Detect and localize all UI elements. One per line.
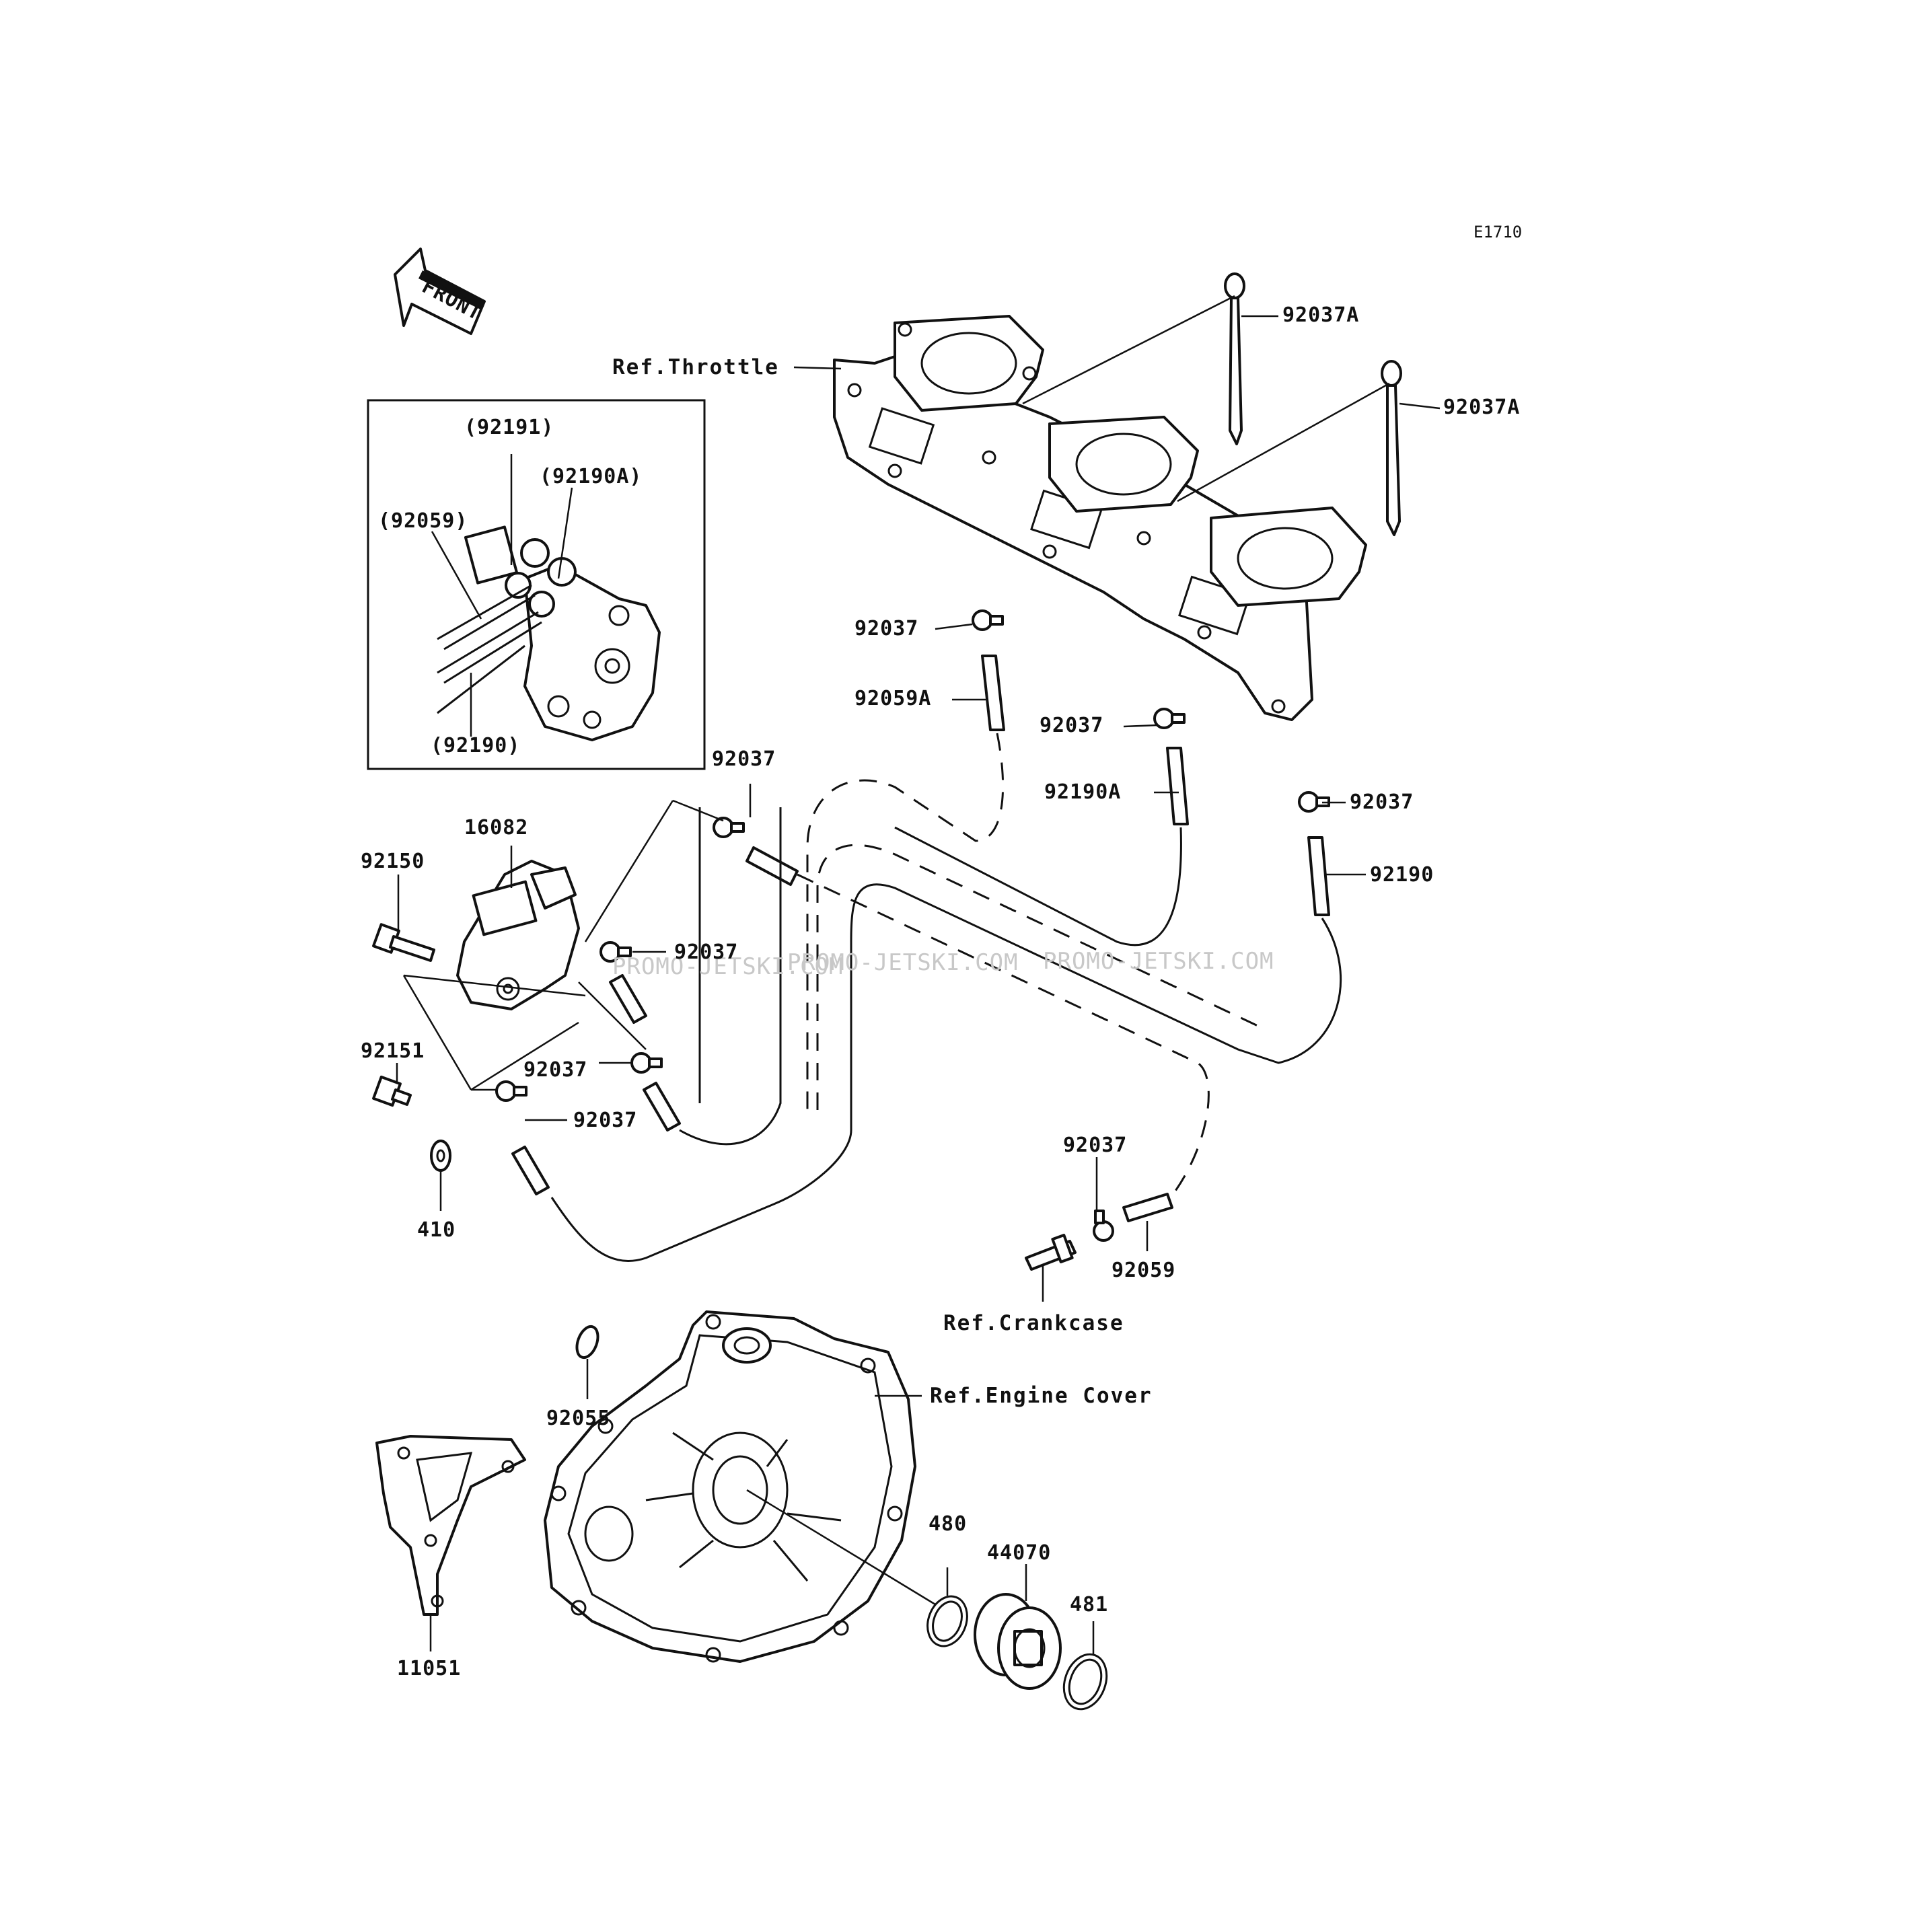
- label-92037-mid: 92037: [1040, 714, 1103, 737]
- label-92190: 92190: [1370, 863, 1434, 887]
- bracket-11051: [375, 1435, 526, 1616]
- hose-segment: [511, 655, 1330, 1222]
- label-92150: 92150: [361, 850, 425, 873]
- inset-box: [367, 399, 706, 770]
- label-92059-inset: (92059): [378, 509, 468, 533]
- leader-lines: [396, 295, 1441, 1655]
- label-92037-valve-1: 92037: [674, 940, 738, 964]
- label-92037-right: 92037: [1350, 790, 1414, 814]
- hose-clamp: [495, 609, 1330, 1242]
- diagram-code: E1710: [1473, 223, 1522, 241]
- label-11051: 11051: [397, 1657, 461, 1680]
- valve-leader-lines: [402, 799, 724, 1091]
- label-480: 480: [929, 1512, 967, 1536]
- crankcase-nipple: [1025, 1234, 1077, 1271]
- washer-410: [430, 1140, 451, 1172]
- label-92037-top: 92037: [854, 617, 918, 640]
- cable-tie-1: [1224, 272, 1245, 445]
- label-92190A: 92190A: [1044, 780, 1121, 804]
- label-92037-left: 92037: [712, 747, 776, 771]
- bearing-44070: [974, 1593, 1062, 1690]
- label-92037A-1: 92037A: [1282, 303, 1359, 327]
- engine-cover: [544, 1310, 916, 1663]
- label-92037A-2: 92037A: [1443, 396, 1520, 419]
- circlip-481: [1062, 1653, 1108, 1711]
- bolt-92151: [372, 1075, 412, 1107]
- front-arrow-icon: FRONT: [394, 248, 486, 335]
- label-92059A: 92059A: [854, 687, 931, 710]
- label-410: 410: [417, 1218, 456, 1242]
- label-92037-valve-3: 92037: [573, 1109, 637, 1132]
- label-92059: 92059: [1112, 1259, 1175, 1282]
- intake-manifold: [833, 315, 1367, 721]
- air-valve-16082: [456, 860, 580, 1010]
- watermark-2: PROMO-JETSKI.COM: [787, 949, 1019, 976]
- bolt-92150: [372, 923, 435, 962]
- watermark: PROMO-JETSKI.COM: [612, 953, 844, 980]
- inset-valve-assembly: [437, 525, 661, 741]
- label-92037-valve-2: 92037: [523, 1058, 587, 1082]
- watermark-3: PROMO-JETSKI.COM: [1043, 948, 1274, 975]
- label-92190A-inset: (92190A): [540, 465, 643, 488]
- label-92191: (92191): [464, 416, 554, 439]
- label-92151: 92151: [361, 1039, 425, 1063]
- o-ring-92055: [575, 1325, 599, 1360]
- circlip-480: [926, 1595, 968, 1647]
- label-16082: 16082: [464, 816, 528, 840]
- label-92037-crank: 92037: [1063, 1134, 1127, 1157]
- label-92055: 92055: [546, 1407, 610, 1430]
- label-481: 481: [1070, 1593, 1108, 1617]
- ref-crankcase: Ref.Crankcase: [943, 1311, 1124, 1335]
- hose-routing: [550, 733, 1342, 1262]
- ref-throttle: Ref.Throttle: [612, 355, 779, 379]
- label-44070: 44070: [987, 1541, 1051, 1565]
- cable-tie-2: [1381, 360, 1402, 536]
- ref-engine-cover: Ref.Engine Cover: [930, 1384, 1153, 1408]
- label-92190-inset: (92190): [431, 734, 520, 757]
